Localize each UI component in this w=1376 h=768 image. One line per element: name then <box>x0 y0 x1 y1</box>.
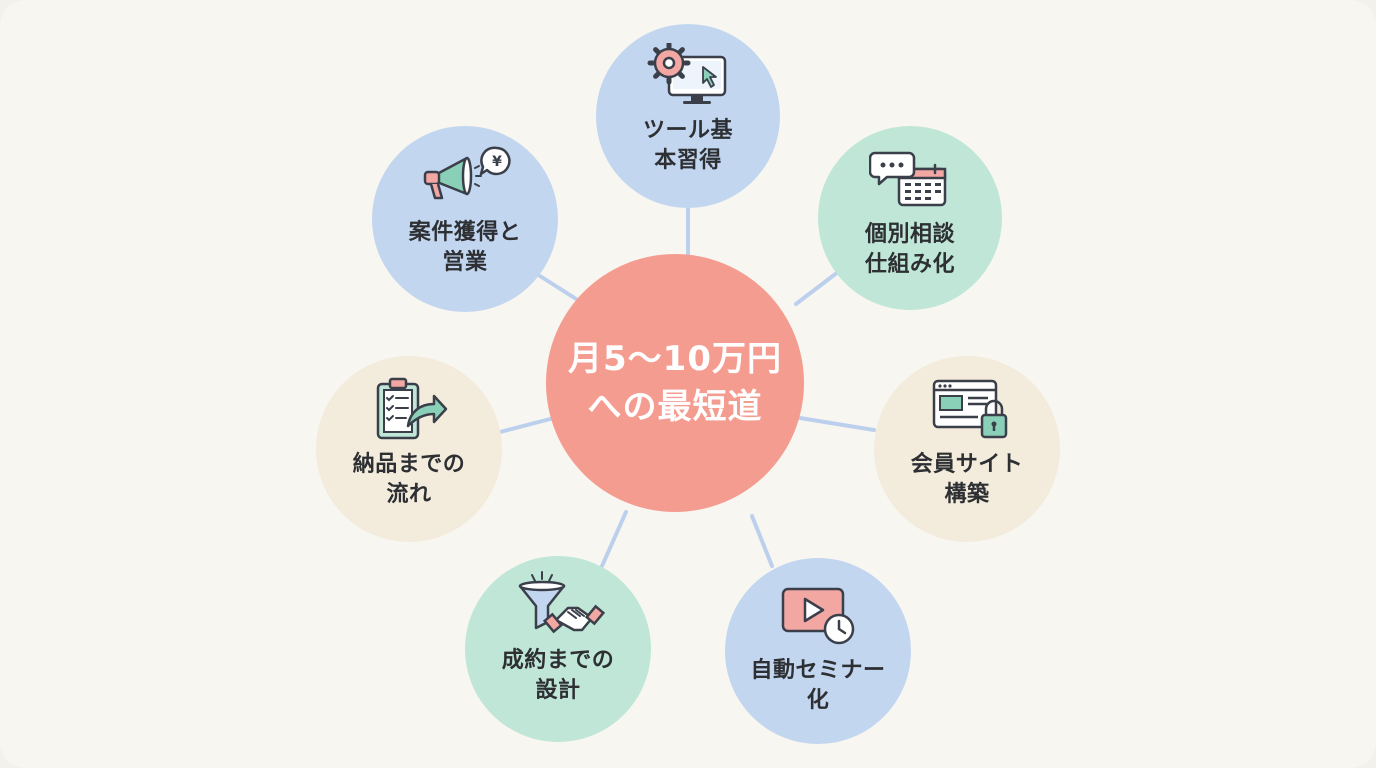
video-clock-icon <box>777 584 859 646</box>
node-tools: ツール基 本習得 <box>596 24 780 208</box>
node-label: 自動セミナー 化 <box>750 658 886 713</box>
node-label: ツール基 本習得 <box>642 118 733 173</box>
node-member: 会員サイト 構築 <box>874 356 1060 542</box>
gear-monitor-icon <box>647 43 729 106</box>
node-label: 案件獲得と 営業 <box>408 220 522 275</box>
node-label: 会員サイト 構築 <box>910 452 1024 507</box>
chat-calendar-icon <box>869 148 951 210</box>
connector-closing <box>600 510 628 568</box>
node-closing: 成約までの 設計 <box>465 556 651 742</box>
node-sales: ¥ 案件獲得と 営業 <box>372 126 558 312</box>
megaphone-yen-icon: ¥ <box>415 146 515 208</box>
connector-member <box>798 416 876 432</box>
node-label: 成約までの 設計 <box>501 648 615 703</box>
node-seminar: 自動セミナー 化 <box>725 558 911 744</box>
node-consult: 個別相談 仕組み化 <box>818 126 1002 310</box>
browser-lock-icon <box>926 378 1008 440</box>
svg-text:¥: ¥ <box>492 154 502 170</box>
connector-seminar <box>750 514 774 568</box>
connector-consult <box>794 270 840 306</box>
center-title: 月5〜10万円 への最短道 <box>568 339 782 427</box>
connector-delivery <box>498 416 556 434</box>
center-node: 月5〜10万円 への最短道 <box>546 254 804 512</box>
funnel-handshake-icon <box>508 571 608 636</box>
clipboard-arrow-icon <box>368 377 450 440</box>
node-delivery: 納品までの 流れ <box>316 356 502 542</box>
node-label: 納品までの 流れ <box>352 452 466 507</box>
node-label: 個別相談 仕組み化 <box>864 222 955 277</box>
